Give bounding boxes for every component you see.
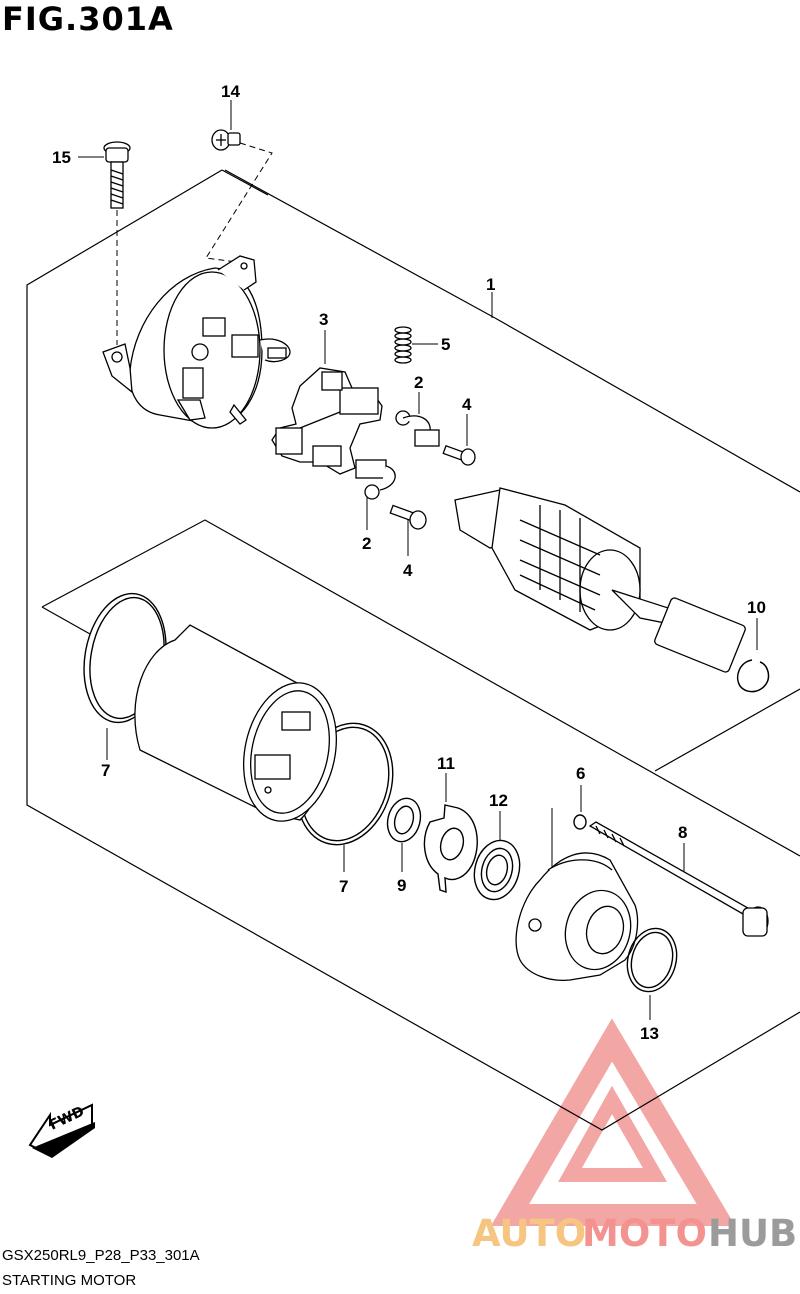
- callout-labels: 14 15 1 3 5 2 4 2 4 10 7 11 6 12 8 9 7 1…: [52, 82, 766, 1043]
- front-end-cover: [515, 852, 639, 981]
- part-9-washer: [386, 797, 422, 843]
- callout-3: 3: [319, 310, 328, 329]
- part-2-brush-upper: [395, 410, 440, 447]
- watermark-text-moto: MOTO: [582, 1212, 707, 1255]
- figure-title: FIG.301A: [2, 0, 174, 38]
- callout-6: 6: [576, 764, 585, 783]
- part-12-oil-seal: [473, 839, 521, 901]
- part-3-brush-holder: [271, 367, 383, 475]
- watermark-text-auto: AUTO: [472, 1212, 586, 1255]
- part-11-lock-washer: [423, 804, 478, 893]
- part-2-brush-lower: [355, 459, 396, 500]
- fwd-arrow-icon: FWD: [28, 1103, 95, 1158]
- assembly-outline: [26, 169, 800, 1131]
- figure-code: GSX250RL9_P28_P33_301A: [2, 1247, 200, 1264]
- armature: [454, 487, 746, 673]
- part-4-screw-upper: [442, 444, 476, 466]
- callout-5: 5: [441, 335, 450, 354]
- yoke-housing: [134, 624, 338, 822]
- part-14-screw: [211, 129, 241, 151]
- callout-1: 1: [486, 275, 495, 294]
- callout-8: 8: [678, 823, 687, 842]
- callout-7-left: 7: [101, 761, 110, 780]
- callout-2-upper: 2: [414, 373, 423, 392]
- callout-11: 11: [437, 754, 455, 773]
- part-5-spring: [394, 326, 412, 364]
- watermark-logo: AUTO MOTO HUB: [472, 1018, 797, 1255]
- leader-lines: [78, 100, 758, 1020]
- callout-14: 14: [221, 82, 240, 101]
- part-8-through-bolt: [588, 821, 769, 937]
- figure-name: STARTING MOTOR: [2, 1272, 137, 1289]
- callout-13: 13: [640, 1024, 659, 1043]
- callout-12: 12: [489, 791, 508, 810]
- part-13-o-ring: [626, 927, 678, 993]
- part-6-o-ring: [573, 814, 587, 830]
- part-10-circlip: [736, 659, 770, 693]
- watermark-text-hub: HUB: [708, 1212, 797, 1255]
- callout-9: 9: [397, 876, 406, 895]
- part-4-screw-lower: [389, 504, 427, 530]
- rear-end-cover: [102, 255, 291, 429]
- callout-4-lower: 4: [403, 561, 413, 580]
- callout-2-lower: 2: [362, 534, 371, 553]
- callout-15: 15: [52, 148, 71, 167]
- callout-4-upper: 4: [462, 395, 472, 414]
- callout-7-right: 7: [339, 877, 348, 896]
- part-15-bolt: [103, 141, 131, 209]
- callout-10: 10: [747, 598, 766, 617]
